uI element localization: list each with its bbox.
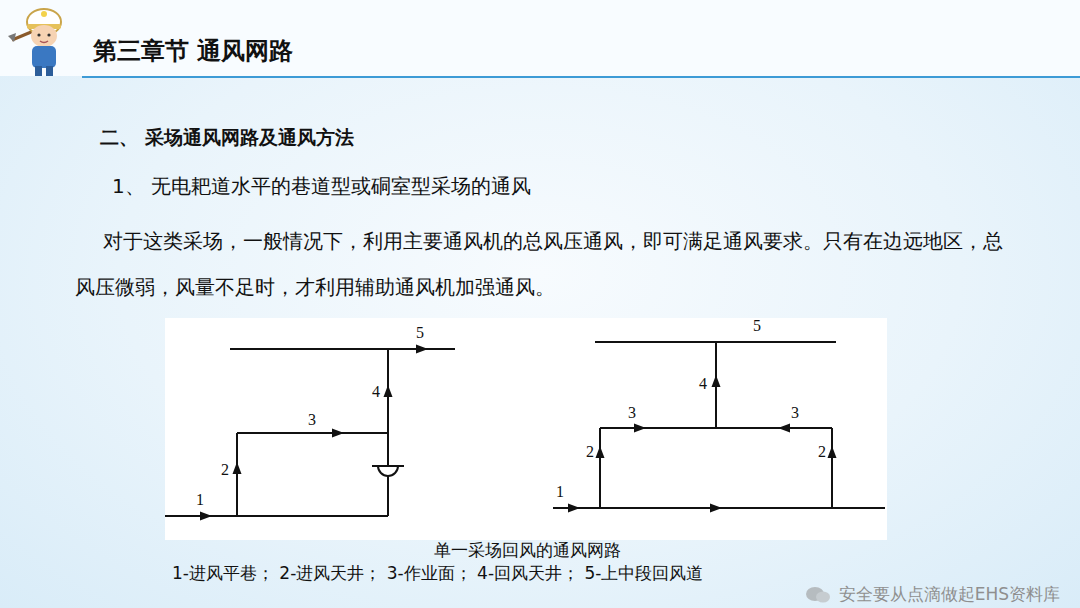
miner-mascot bbox=[8, 9, 61, 76]
callout-number: 4 bbox=[372, 382, 380, 401]
callout-number: 1 bbox=[556, 482, 564, 501]
callout-number: 2 bbox=[818, 442, 826, 461]
body-paragraph: 对于这类采场，一般情况下，利用主要通风机的总风压通风，即可满足通风要求。只有在边… bbox=[75, 218, 1015, 310]
callout-number: 1 bbox=[196, 490, 204, 509]
header-rule bbox=[82, 76, 1080, 78]
figure-key: 1-进风平巷； 2-进风天井； 3-作业面； 4-回风天井； 5-上中段回风道 bbox=[172, 563, 703, 583]
callout-number: 5 bbox=[753, 316, 761, 335]
left-airway-network bbox=[165, 349, 455, 516]
left-airflow-arrows bbox=[200, 345, 428, 521]
section-heading: 二、 采场通风网路及通风方法 bbox=[100, 126, 354, 149]
callout-number: 2 bbox=[221, 460, 229, 479]
figure-caption: 单一采场回风的通风网路 bbox=[434, 540, 621, 560]
right-airway-network bbox=[553, 342, 885, 508]
callout-number: 2 bbox=[586, 442, 594, 461]
slide-title: 第三章节 通风网路 bbox=[93, 37, 293, 66]
callout-number: 3 bbox=[308, 410, 316, 429]
watermark: 安全要从点滴做起EHS资料库 bbox=[839, 584, 1060, 604]
subsection-heading: 1、 无电耙道水平的巷道型或硐室型采场的通风 bbox=[112, 174, 531, 198]
callout-number: 3 bbox=[628, 403, 636, 422]
diagram-ground bbox=[165, 318, 887, 540]
header-band bbox=[0, 0, 1080, 76]
callout-number: 5 bbox=[416, 323, 424, 342]
callout-number: 4 bbox=[699, 374, 707, 393]
callout-number: 3 bbox=[791, 403, 799, 422]
watermark-icon bbox=[806, 587, 830, 603]
right-airflow-arrows bbox=[568, 375, 837, 513]
